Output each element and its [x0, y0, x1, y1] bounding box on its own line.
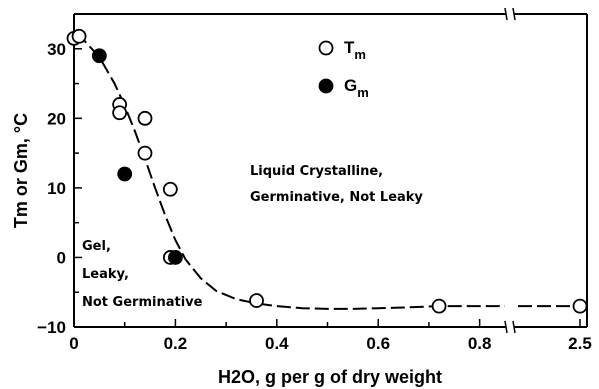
legend-marker: [318, 78, 334, 94]
gm-point: [117, 166, 133, 182]
legend-label: Tm: [344, 38, 366, 62]
x-tick-label: 0: [69, 334, 78, 353]
plot-frame: [73, 7, 588, 334]
tm-point: [431, 298, 447, 314]
x-tick-label: 0.4: [265, 334, 289, 353]
annotation-line: Germinative, Not Leaky: [250, 190, 423, 205]
tm-point: [162, 181, 178, 197]
gm-point: [168, 250, 183, 265]
data-points: [66, 28, 588, 314]
x-tick-label: 0.6: [366, 334, 390, 353]
annotations: Liquid Crystalline, Germinative, Not Leak…: [82, 164, 423, 310]
legend-marker: [318, 40, 334, 56]
axis-labels: H2O, g per g of dry weight Tm or Gm, °C: [11, 113, 442, 387]
axis-break-mark: [504, 320, 508, 334]
legend-label-main: G: [344, 76, 357, 95]
legend-label: Gm: [344, 76, 369, 100]
annotation-line: Liquid Crystalline,: [250, 164, 383, 179]
axis-break-mark: [512, 320, 516, 334]
y-tick-label: 0: [57, 248, 66, 267]
y-axis-label: Tm or Gm, °C: [11, 113, 31, 228]
annotation-line: Gel,: [82, 239, 111, 254]
axis-break-mark: [504, 7, 508, 21]
y-tick-label: 30: [47, 40, 66, 59]
tm-point: [112, 105, 128, 121]
annotation-line: Not Germinative: [82, 295, 203, 310]
tm-point: [137, 145, 153, 161]
x-axis-label: H2O, g per g of dry weight: [218, 367, 442, 387]
y-tick-label: 20: [47, 109, 66, 128]
x-tick-label: 2.5: [568, 334, 592, 353]
y-tick-label: 10: [47, 179, 66, 198]
tm-point: [137, 110, 153, 126]
tm-point: [249, 293, 264, 308]
tm-point: [572, 298, 588, 314]
gm-point: [91, 48, 107, 64]
x-tick-label: 0.2: [164, 334, 188, 353]
legend-label-sub: m: [354, 47, 366, 62]
y-tick-label: −10: [37, 318, 66, 337]
tm-point: [71, 28, 87, 44]
axis-break-mark: [512, 7, 516, 21]
x-tick-label: 0.8: [468, 334, 492, 353]
annotation-line: Leaky,: [82, 267, 129, 282]
legend-label-sub: m: [357, 85, 369, 100]
legend-label-main: T: [344, 38, 355, 57]
